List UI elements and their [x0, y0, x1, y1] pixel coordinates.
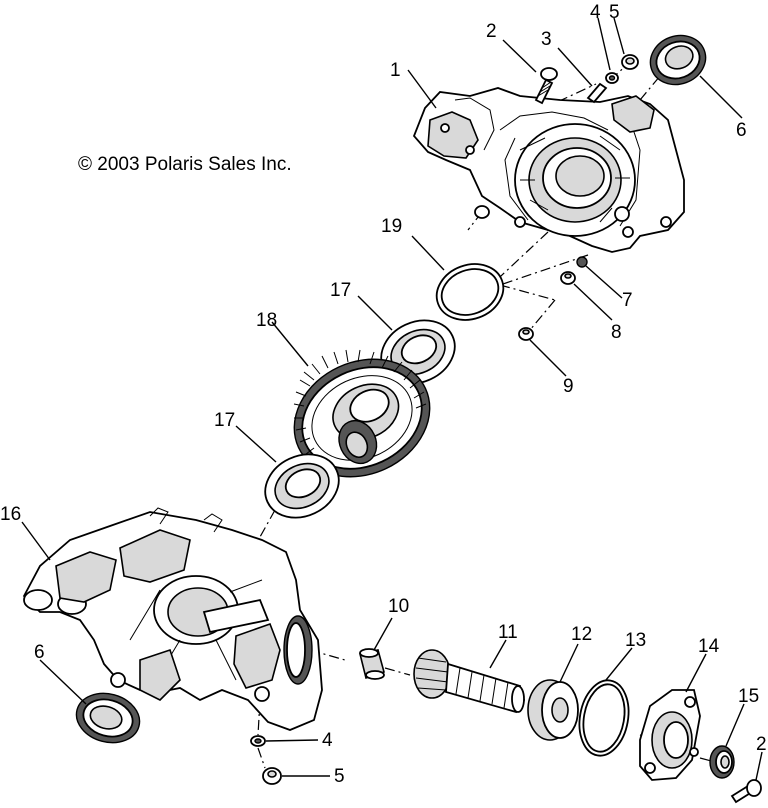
plug-part-8: [560, 271, 576, 285]
callout-15: 15: [738, 686, 759, 707]
callout-numbers: 1 2 3 4 5 6 19 17 7 8 18 9 17 16 10 11 1…: [0, 2, 767, 787]
callout-7: 7: [622, 290, 633, 311]
leader-lines: [21, 17, 763, 781]
pin-part-3: [586, 82, 608, 104]
copyright-text: © 2003 Polaris Sales Inc.: [78, 154, 292, 175]
bushing-part-10: [359, 648, 385, 680]
seal-part-6-lower: [75, 692, 141, 744]
callout-4-lower: 4: [322, 730, 333, 751]
bolt-part-2-lower: [730, 779, 762, 804]
callout-14: 14: [698, 636, 720, 657]
o-ring-part-13: [578, 679, 630, 757]
washer-part-7: [576, 256, 588, 268]
callout-19: 19: [381, 216, 402, 237]
callout-13: 13: [625, 630, 646, 651]
bolt-part-2-top: [534, 67, 558, 105]
callout-2-lower: 2: [756, 734, 767, 755]
plug-part-9: [518, 327, 534, 341]
o-ring-part-19: [435, 263, 505, 321]
plug-part-5-top: [621, 54, 639, 70]
callout-6-lower: 6: [34, 642, 45, 663]
callout-2-top: 2: [486, 21, 497, 42]
callout-11: 11: [498, 622, 518, 643]
washer-part-4-top: [605, 72, 619, 84]
washer-part-4-lower: [250, 735, 266, 747]
callout-12: 12: [571, 624, 592, 645]
callout-8: 8: [611, 322, 622, 343]
callout-10: 10: [388, 596, 409, 617]
callout-1: 1: [390, 60, 401, 81]
lower-housing-part-16: [22, 507, 323, 731]
cover-part-14: [639, 689, 701, 781]
spacer-part-12: [527, 679, 579, 741]
callout-5-top: 5: [609, 2, 620, 23]
callout-6-top: 6: [736, 120, 747, 141]
bearing-part-17-lower: [264, 453, 340, 519]
callout-17-upper: 17: [330, 280, 351, 301]
seal-part-6-top: [649, 34, 707, 86]
ring-gear-part-18: [293, 349, 431, 478]
pinion-shaft-part-11: [413, 649, 525, 714]
callout-4-top: 4: [590, 2, 601, 23]
callout-5-lower: 5: [334, 766, 345, 787]
callout-3: 3: [541, 29, 552, 50]
callout-9: 9: [563, 376, 574, 397]
upper-housing-part-1: [412, 87, 685, 253]
callout-17-lower: 17: [214, 410, 235, 431]
callout-16: 16: [0, 504, 21, 525]
callout-18: 18: [256, 310, 277, 331]
plug-part-5-lower: [262, 767, 282, 785]
seal-part-15: [709, 745, 735, 779]
